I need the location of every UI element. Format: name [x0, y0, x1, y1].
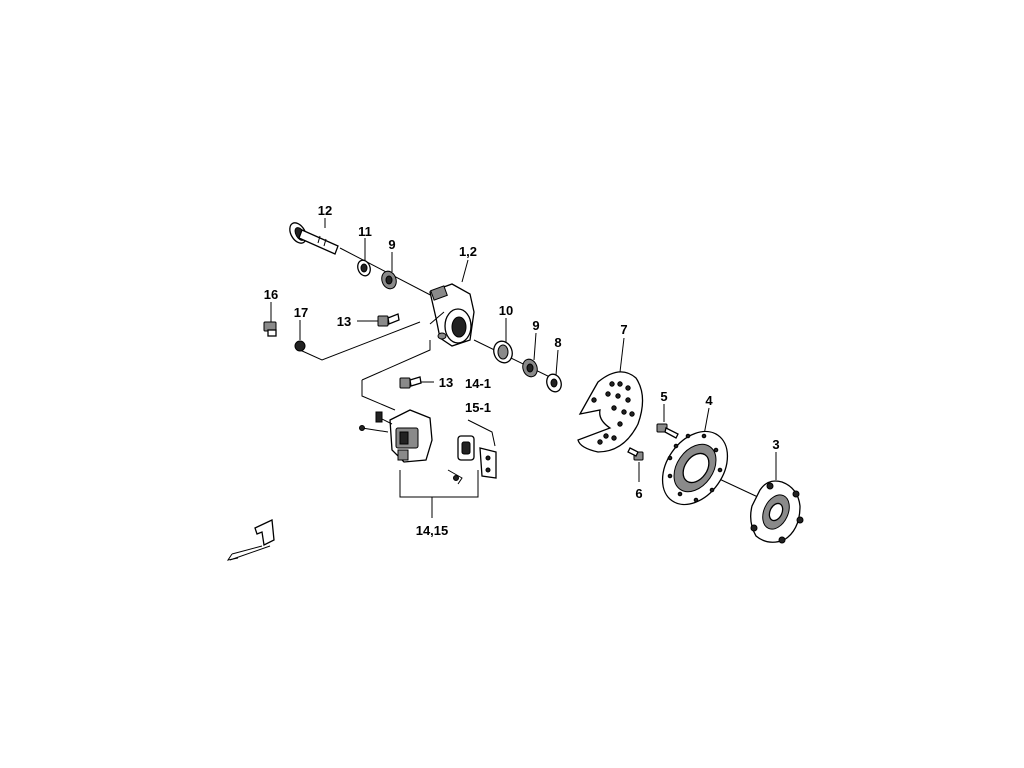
bolt-13-lower [399, 376, 422, 389]
brake-pads-14-1 [447, 435, 475, 485]
callout-5: 5 [660, 389, 667, 404]
bolt-16 [263, 321, 277, 337]
brake-shield-7 [577, 371, 644, 453]
callout-12: 12 [318, 203, 332, 218]
callout-13-top: 13 [337, 314, 351, 329]
callout-14-1: 14-1 [465, 376, 491, 391]
collar-8 [546, 373, 562, 393]
leader-lines [270, 218, 777, 518]
bearing-9-top [381, 270, 397, 290]
seal-10 [493, 340, 513, 364]
callout-1-2: 1,2 [459, 244, 477, 259]
callout-14-15: 14,15 [416, 523, 449, 538]
callout-10: 10 [499, 303, 513, 318]
callout-13-lower: 13 [439, 375, 453, 390]
callout-16: 16 [264, 287, 278, 302]
hub-3 [750, 480, 804, 544]
bolt-6 [627, 447, 644, 461]
callout-11: 11 [358, 224, 372, 239]
knuckle-1-2 [429, 283, 475, 347]
bolt-13-top [377, 313, 400, 327]
callout-labels: 12 11 9 1,2 16 17 13 10 9 8 7 13 14-1 15… [264, 203, 780, 538]
front-direction-arrow-icon [226, 519, 275, 561]
bearing-9-lower [522, 358, 538, 378]
callout-9-lower: 9 [532, 318, 539, 333]
washer-11 [357, 259, 371, 277]
callout-17: 17 [294, 305, 308, 320]
nut-17 [294, 340, 306, 352]
callout-7: 7 [620, 322, 627, 337]
callout-4: 4 [705, 393, 713, 408]
axle-bolt-12 [289, 222, 339, 255]
callout-6: 6 [635, 486, 642, 501]
callout-3: 3 [772, 437, 779, 452]
callout-9-top: 9 [388, 237, 395, 252]
caliper-14-15 [359, 409, 433, 463]
callout-15-1: 15-1 [465, 400, 491, 415]
callout-8: 8 [554, 335, 561, 350]
bolt-5 [656, 423, 679, 439]
pad-spring-15-1 [479, 447, 497, 479]
brake-disc-4 [661, 430, 729, 506]
